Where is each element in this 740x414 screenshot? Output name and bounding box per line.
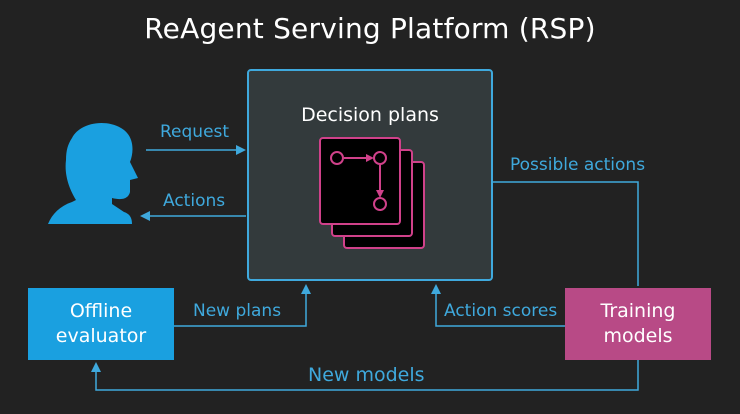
training-models-label: Training models <box>565 299 711 349</box>
offline-evaluator-label: Offline evaluator <box>28 299 174 349</box>
user-head-icon <box>48 123 138 224</box>
diagram-title: ReAgent Serving Platform (RSP) <box>144 12 596 45</box>
action-scores-arrow <box>431 284 565 327</box>
decision-plans-title: Decision plans <box>301 104 439 126</box>
actions-label: Actions <box>163 191 226 211</box>
offline-evaluator-box <box>28 288 174 360</box>
new-models-arrow <box>91 360 639 391</box>
decision-graph-icon <box>319 137 425 249</box>
new-plans-label: New plans <box>193 301 282 321</box>
training-models-line1: Training <box>600 300 676 322</box>
offline-evaluator-line2: evaluator <box>55 325 147 347</box>
training-models-box <box>565 288 711 360</box>
training-models-line2: models <box>603 325 673 347</box>
new-plans-arrow <box>174 284 311 327</box>
offline-evaluator-line1: Offline <box>69 300 133 322</box>
possible-actions-line <box>492 181 639 286</box>
new-models-label: New models <box>308 364 425 386</box>
action-scores-label: Action scores <box>444 301 558 321</box>
possible-actions-label: Possible actions <box>510 155 646 175</box>
request-label: Request <box>160 122 230 142</box>
